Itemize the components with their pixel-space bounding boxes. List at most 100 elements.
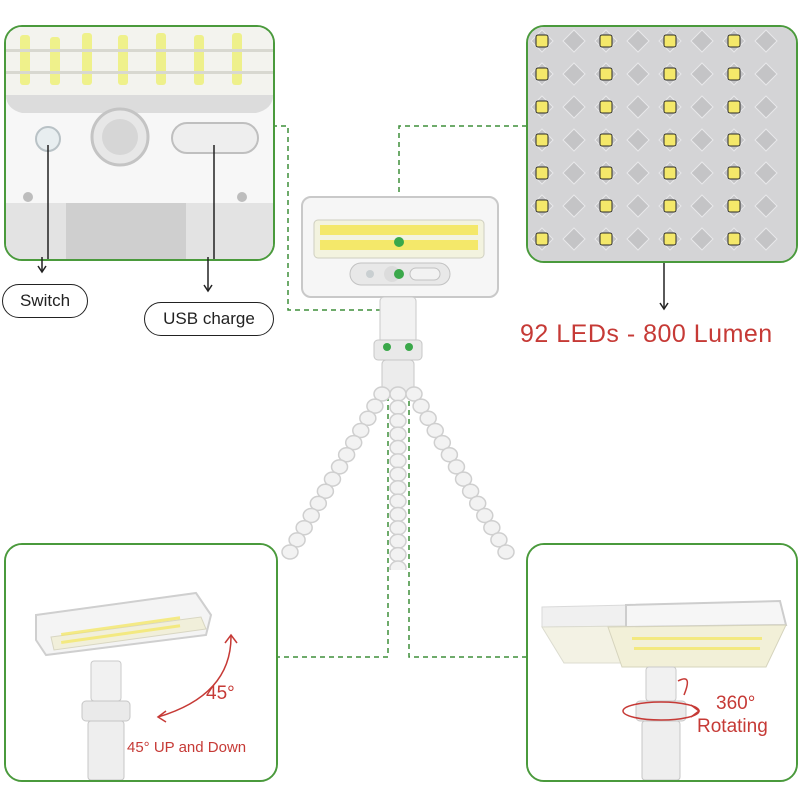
- lens-facet: [690, 29, 714, 53]
- led-chip: [535, 67, 549, 81]
- led-chip: [727, 199, 741, 213]
- tripod-leg-bead: [476, 507, 494, 524]
- led-chip: [727, 100, 741, 114]
- led-chip: [599, 34, 613, 48]
- lens-facet: [690, 128, 714, 152]
- tripod-leg-bead: [461, 483, 480, 499]
- lens-facet: [690, 194, 714, 218]
- usb-charge-label: USB charge: [144, 302, 274, 336]
- tripod-leg-bead: [330, 459, 349, 475]
- tripod-leg-bead: [389, 493, 407, 509]
- tripod-leg-bead: [323, 471, 342, 487]
- tripod-leg-bead: [389, 533, 407, 549]
- lens-facet: [754, 62, 778, 86]
- tripod-leg-bead: [497, 544, 515, 560]
- lens-facet: [626, 62, 650, 86]
- lens-facet: [754, 29, 778, 53]
- tripod-leg-bead: [419, 410, 437, 427]
- led-spec-heading: 92 LEDs - 800 Lumen: [520, 320, 773, 348]
- connector-rotate-to-mount: [408, 348, 527, 658]
- rotation-caption: Rotating: [697, 716, 768, 737]
- led-chip: [599, 133, 613, 147]
- tilt-arc-arrow-icon: [157, 634, 232, 718]
- led-chip: [727, 166, 741, 180]
- tripod-leg-bead: [490, 532, 508, 548]
- switch-label: Switch: [2, 284, 88, 318]
- led-chip: [535, 199, 549, 213]
- detail-panel-leds: [526, 25, 798, 263]
- detail-panel-switch-usb: [4, 25, 275, 261]
- lens-facet: [562, 62, 586, 86]
- connector-angle-to-mount: [275, 348, 389, 658]
- tripod-leg-bead: [344, 434, 363, 451]
- usb-port-cover-icon: [171, 122, 259, 154]
- tripod-leg-bead: [440, 447, 459, 463]
- tripod-leg-bead: [389, 506, 407, 523]
- tripod-leg-bead: [447, 459, 466, 475]
- tilt-degree-label: 45°: [206, 683, 235, 704]
- led-chip: [599, 199, 613, 213]
- tripod-leg-bead: [412, 398, 430, 414]
- lens-facet: [754, 227, 778, 251]
- led-chip: [599, 232, 613, 246]
- lens-facet: [690, 95, 714, 119]
- connector-leds-to-panel: [398, 125, 527, 243]
- tripod-leg-bead: [389, 479, 407, 496]
- tripod-leg-bead: [389, 426, 407, 442]
- tripod-leg-bead: [389, 560, 407, 570]
- tripod-leg-bead: [468, 495, 487, 512]
- tripod-leg-bead: [337, 447, 356, 463]
- tripod-leg-bead: [389, 546, 407, 563]
- lens-facet: [562, 95, 586, 119]
- led-chip: [663, 133, 677, 147]
- led-grid: [528, 27, 796, 261]
- led-chip: [535, 232, 549, 246]
- lens-facet: [562, 29, 586, 53]
- led-chip: [599, 100, 613, 114]
- lens-facet: [626, 227, 650, 251]
- lens-facet: [690, 62, 714, 86]
- led-chip: [599, 67, 613, 81]
- lens-facet: [626, 29, 650, 53]
- tripod-leg-bead: [302, 507, 320, 524]
- detail-panel-rotate: [526, 543, 798, 782]
- tripod-leg-bead: [389, 386, 407, 402]
- led-chip: [599, 166, 613, 180]
- lens-facet: [562, 227, 586, 251]
- lens-facet: [754, 95, 778, 119]
- led-chip: [535, 34, 549, 48]
- led-chip: [727, 34, 741, 48]
- tripod-leg-bead: [483, 519, 501, 536]
- tripod-leg-bead: [454, 471, 473, 487]
- led-chip: [663, 199, 677, 213]
- tripod-leg-bead: [389, 453, 407, 469]
- detail-panel-tilt: [4, 543, 278, 782]
- lens-facet: [754, 194, 778, 218]
- tripod-leg-bead: [288, 532, 306, 548]
- tripod-leg-bead: [389, 439, 407, 456]
- led-chip: [663, 67, 677, 81]
- tripod-leg-bead: [389, 466, 407, 483]
- tripod-leg-bead: [426, 422, 444, 439]
- lens-facet: [562, 194, 586, 218]
- led-chip: [663, 232, 677, 246]
- led-chip: [727, 133, 741, 147]
- tripod-leg-bead: [316, 483, 335, 499]
- led-chip: [663, 166, 677, 180]
- tripod-leg-bead: [295, 519, 313, 536]
- connector-switch-to-panel: [272, 125, 398, 311]
- lens-facet: [690, 161, 714, 185]
- tilt-caption: 45° UP and Down: [127, 739, 247, 756]
- lens-facet: [690, 227, 714, 251]
- tripod-leg-bead: [359, 410, 377, 427]
- tripod-leg-bead: [389, 413, 407, 429]
- led-chip: [535, 100, 549, 114]
- led-chip: [727, 232, 741, 246]
- lens-facet: [626, 128, 650, 152]
- tripod-light-product: [281, 196, 515, 570]
- led-chip: [663, 34, 677, 48]
- led-chip: [535, 166, 549, 180]
- lens-facet: [754, 161, 778, 185]
